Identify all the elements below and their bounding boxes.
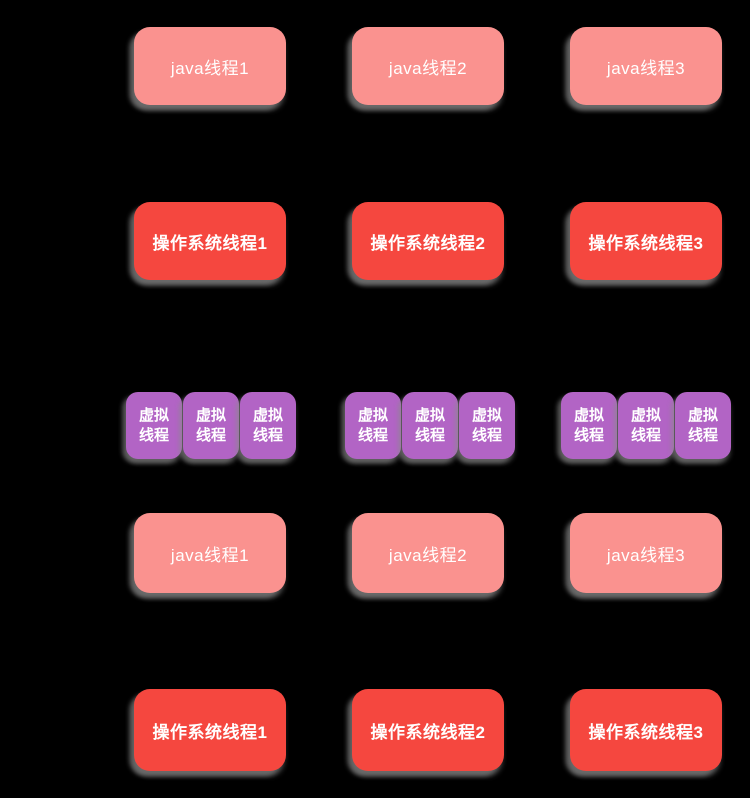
carrier-java-thread-box-1: java线程1 [134,513,286,593]
carrier-java-thread-box-2: java线程2 [352,513,504,593]
virtual-thread-label: 虚拟线程 [414,407,445,444]
virtual-thread-label: 虚拟线程 [573,407,604,444]
virtual-thread-box: 虚拟线程 [675,392,731,459]
virtual-thread-box: 虚拟线程 [561,392,617,459]
virtual-thread-label: 虚拟线程 [630,407,661,444]
virtual-thread-group-3: 虚拟线程 虚拟线程 虚拟线程 [561,392,731,459]
java-thread-box-2: java线程2 [352,27,504,105]
virtual-thread-label: 虚拟线程 [195,407,226,444]
os-thread-box-3: 操作系统线程3 [570,202,722,280]
virtual-thread-label: 虚拟线程 [471,407,502,444]
virtual-thread-box: 虚拟线程 [240,392,296,459]
virtual-thread-box: 虚拟线程 [183,392,239,459]
virtual-thread-box: 虚拟线程 [345,392,401,459]
carrier-java-thread-box-3: java线程3 [570,513,722,593]
virtual-thread-group-2: 虚拟线程 虚拟线程 虚拟线程 [345,392,515,459]
carrier-os-thread-box-1: 操作系统线程1 [134,689,286,771]
virtual-thread-label: 虚拟线程 [138,407,169,444]
virtual-thread-box: 虚拟线程 [402,392,458,459]
virtual-thread-box: 虚拟线程 [459,392,515,459]
virtual-thread-box: 虚拟线程 [618,392,674,459]
java-thread-box-3: java线程3 [570,27,722,105]
os-thread-box-2: 操作系统线程2 [352,202,504,280]
virtual-thread-label: 虚拟线程 [687,407,718,444]
os-thread-box-1: 操作系统线程1 [134,202,286,280]
virtual-thread-box: 虚拟线程 [126,392,182,459]
carrier-os-thread-box-3: 操作系统线程3 [570,689,722,771]
virtual-thread-label: 虚拟线程 [357,407,388,444]
carrier-os-thread-box-2: 操作系统线程2 [352,689,504,771]
virtual-thread-label: 虚拟线程 [252,407,283,444]
java-thread-box-1: java线程1 [134,27,286,105]
virtual-thread-group-1: 虚拟线程 虚拟线程 虚拟线程 [126,392,296,459]
